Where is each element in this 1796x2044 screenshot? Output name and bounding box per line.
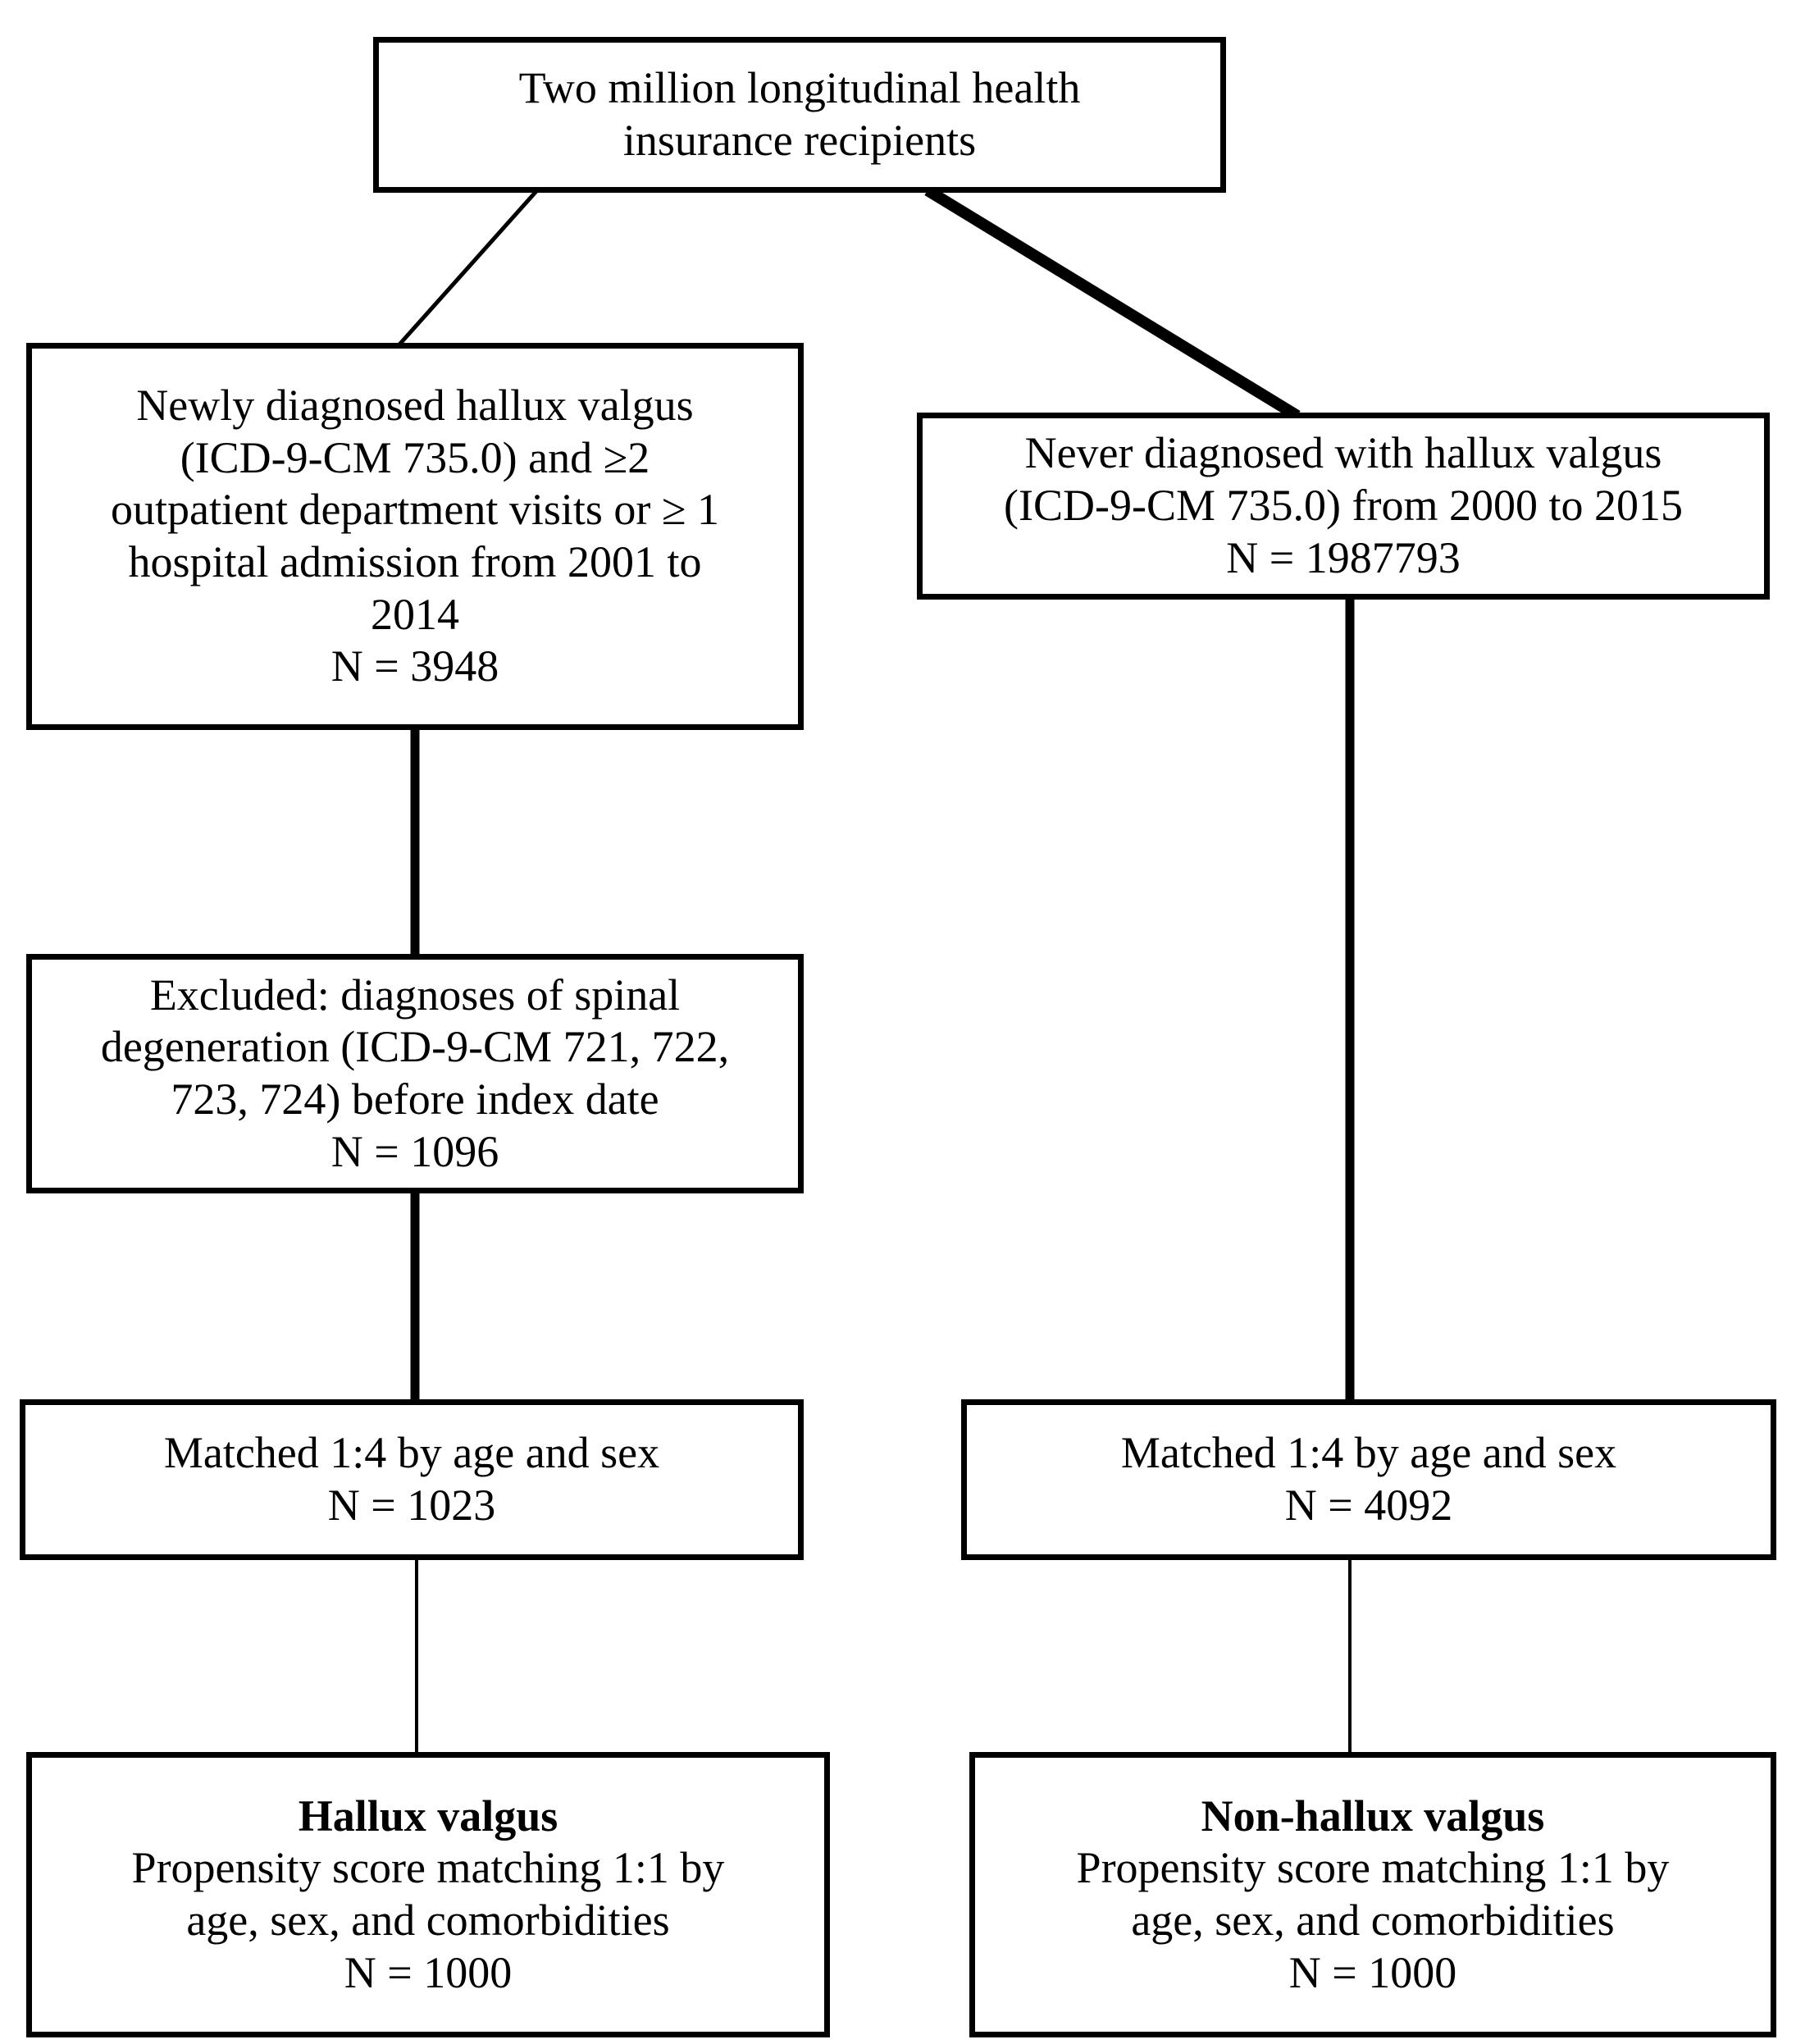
node-text-line: Propensity score matching 1:1 by <box>1076 1843 1670 1893</box>
node-text-line: (ICD-9-CM 735.0) from 2000 to 2015 <box>1004 481 1683 531</box>
node-heading: Non-hallux valgus <box>1201 1791 1545 1841</box>
hallux-valgus-cohort-box: Newly diagnosed hallux valgus(ICD-9-CM 7… <box>26 343 804 730</box>
node-text-line: N = 4092 <box>1284 1481 1453 1530</box>
node-text-line: degeneration (ICD-9-CM 721, 722, <box>100 1022 730 1072</box>
node-text-line: N = 1023 <box>327 1481 496 1530</box>
node-text-line: Propensity score matching 1:1 by <box>131 1843 725 1893</box>
node-text-line: N = 3948 <box>330 641 499 691</box>
node-text-line: 2014 <box>371 589 459 639</box>
node-text-line: age, sex, and comorbidities <box>1131 1896 1615 1945</box>
node-heading: Hallux valgus <box>298 1791 558 1841</box>
node-text-line: Matched 1:4 by age and sex <box>163 1428 660 1478</box>
node-text-line: Matched 1:4 by age and sex <box>1120 1428 1617 1478</box>
node-text-line: Newly diagnosed hallux valgus <box>136 380 694 430</box>
node-text-line: outpatient department visits or ≥ 1 <box>111 485 719 535</box>
node-text-line: 723, 724) before index date <box>171 1074 659 1124</box>
node-text-line: N = 1000 <box>1288 1947 1457 1997</box>
connector-source-to-never-diagnosed <box>924 185 1301 421</box>
node-text-line: Two million longitudinal health <box>518 63 1081 113</box>
node-text-line: (ICD-9-CM 735.0) and ≥2 <box>180 432 650 482</box>
node-text-line: N = 1987793 <box>1226 532 1461 582</box>
node-text-line: hospital admission from 2001 to <box>128 537 702 586</box>
node-text-line: Never diagnosed with hallux valgus <box>1024 428 1662 478</box>
node-text-line: age, sex, and comorbidities <box>186 1896 670 1945</box>
node-text-line: insurance recipients <box>622 116 977 165</box>
node-text-line: N = 1000 <box>344 1947 513 1997</box>
node-text-line: N = 1096 <box>330 1126 499 1176</box>
connector-source-to-hallux-valgus <box>398 189 539 346</box>
never-diagnosed-cohort-box: Never diagnosed with hallux valgus(ICD-9… <box>917 413 1770 600</box>
node-text-line: Excluded: diagnoses of spinal <box>149 970 681 1020</box>
